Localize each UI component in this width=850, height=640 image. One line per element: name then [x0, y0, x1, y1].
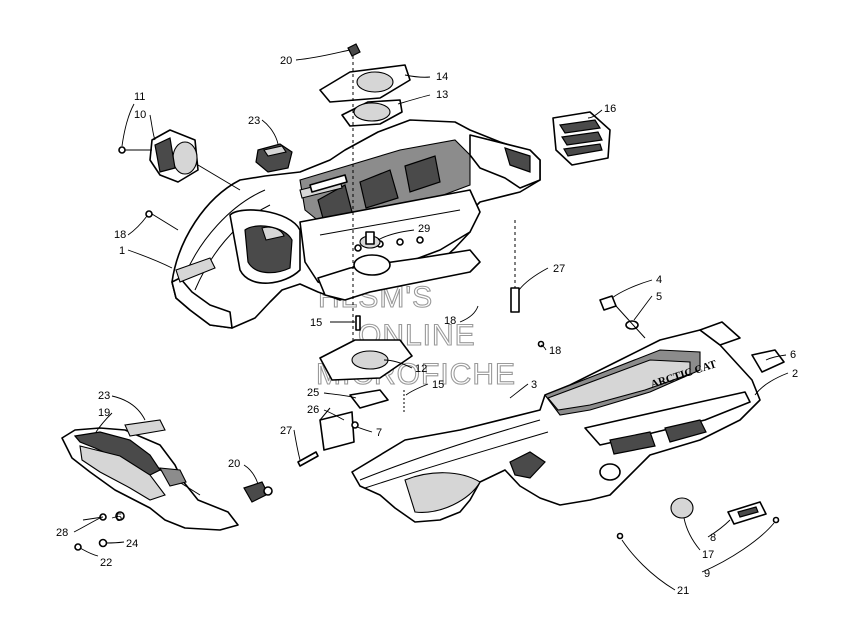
callout-5-right: 5	[656, 291, 662, 303]
bolt-27	[510, 220, 520, 313]
upper-hood	[171, 119, 541, 329]
leader-lines	[73, 49, 789, 591]
callout-1: 1	[119, 245, 125, 257]
fasteners-lower-left	[74, 511, 125, 551]
gauge-mount	[353, 231, 391, 276]
plate-8	[727, 501, 780, 525]
callout-7: 7	[376, 427, 382, 439]
belly-pan: ARCTIC CAT	[351, 321, 785, 523]
screw-21	[616, 532, 624, 540]
callout-4: 4	[656, 274, 662, 286]
callout-27-lower: 27	[280, 425, 292, 437]
callout-18-left: 18	[114, 229, 126, 241]
callout-14: 14	[436, 71, 448, 83]
callout-23-top: 23	[248, 115, 260, 127]
callout-21: 21	[677, 585, 689, 597]
center-bracket	[319, 315, 413, 451]
callout-5-lower: 5	[116, 512, 122, 524]
callout-2: 2	[792, 368, 798, 380]
callout-10: 10	[134, 109, 146, 121]
callout-labels: 20 14 13 11 10 23 16 18 1 29 27 4 5 15 1…	[56, 55, 798, 597]
gasket-plates	[319, 43, 411, 370]
knob-bottom	[243, 481, 273, 503]
side-panel	[61, 419, 239, 531]
callout-25: 25	[307, 387, 319, 399]
callout-15-center: 15	[432, 379, 444, 391]
callout-22: 22	[100, 557, 112, 569]
callout-12: 12	[415, 363, 427, 375]
callout-18-right: 18	[549, 345, 561, 357]
callout-13: 13	[436, 89, 448, 101]
callout-20-lower: 20	[228, 458, 240, 470]
callout-8: 8	[710, 532, 716, 544]
callout-18-center: 18	[444, 315, 456, 327]
screw-18-left	[145, 210, 179, 231]
fasteners-4-5	[599, 295, 646, 339]
callout-9: 9	[704, 568, 710, 580]
callout-19: 19	[98, 407, 110, 419]
callout-27-top: 27	[553, 263, 565, 275]
headlight-assembly	[118, 129, 241, 191]
callout-28: 28	[56, 527, 68, 539]
callout-3: 3	[531, 379, 537, 391]
callout-20-top: 20	[280, 55, 292, 67]
callout-11: 11	[134, 91, 145, 103]
callout-16: 16	[604, 103, 616, 115]
callout-29: 29	[418, 223, 430, 235]
vent-grille	[552, 111, 611, 166]
callout-15-top: 15	[310, 317, 322, 329]
callout-17: 17	[702, 549, 714, 561]
callout-24: 24	[126, 538, 138, 550]
callout-6: 6	[790, 349, 796, 361]
callout-26: 26	[307, 404, 319, 416]
callout-23-lower: 23	[98, 390, 110, 402]
knob-top	[255, 143, 293, 173]
bolt-27-lower	[297, 451, 319, 467]
reflector-17	[670, 497, 694, 519]
